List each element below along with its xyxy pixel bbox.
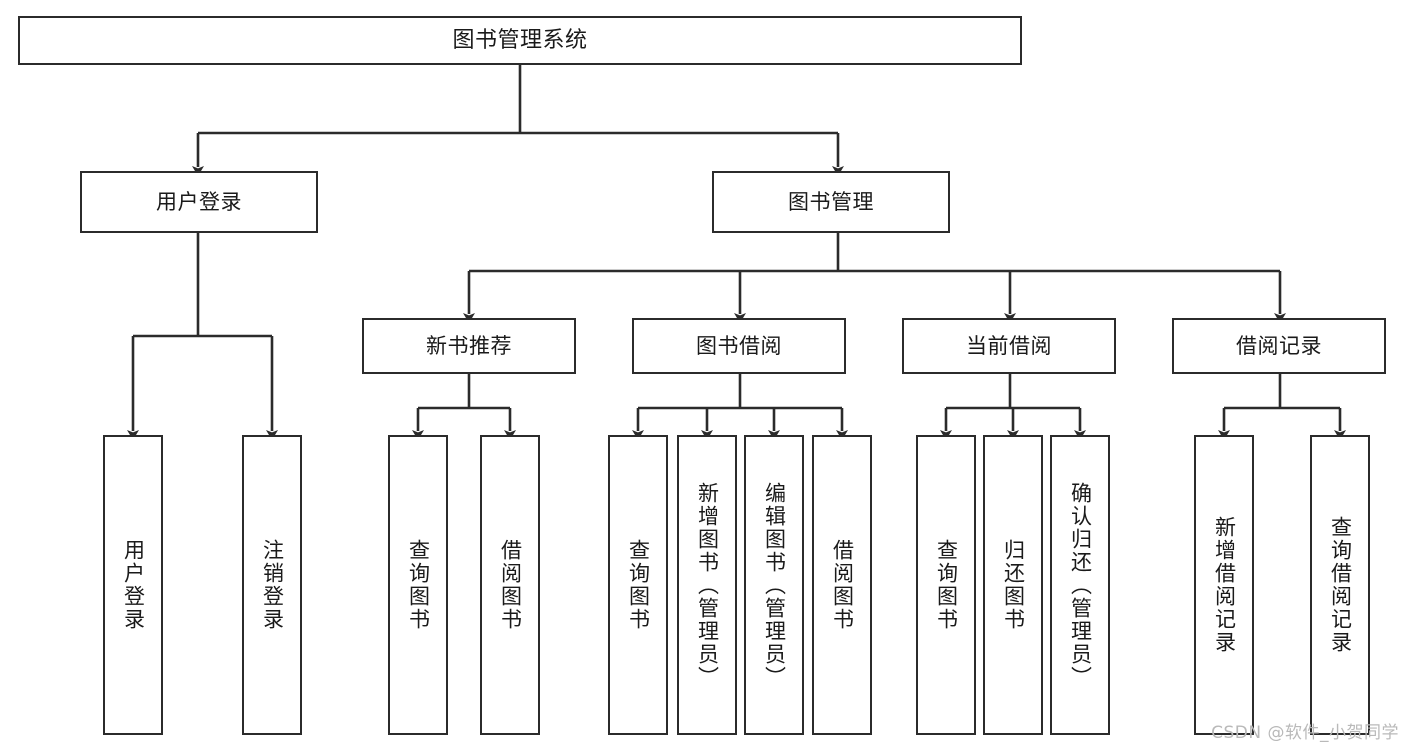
node-current-borrow[interactable]: 当前借阅 — [902, 318, 1116, 374]
node-label: 确认归还（管理员） — [1068, 481, 1093, 689]
node-label: 用户登录 — [121, 539, 146, 631]
node-label: 查询图书 — [406, 539, 431, 631]
node-leaf-query-record[interactable]: 查询借阅记录 — [1310, 435, 1370, 735]
node-leaf-logout[interactable]: 注销登录 — [242, 435, 302, 735]
node-leaf-confirm-return[interactable]: 确认归还（管理员） — [1050, 435, 1110, 735]
node-user-login[interactable]: 用户登录 — [80, 171, 318, 233]
node-label: 查询借阅记录 — [1328, 516, 1353, 654]
node-label: 图书借阅 — [696, 333, 782, 358]
node-label: 当前借阅 — [966, 333, 1052, 358]
node-label: 借阅图书 — [498, 539, 523, 631]
node-label: 查询图书 — [934, 539, 959, 631]
node-new-book-recommend[interactable]: 新书推荐 — [362, 318, 576, 374]
node-label: 借阅记录 — [1236, 333, 1322, 358]
node-leaf-borrow-book-1[interactable]: 借阅图书 — [480, 435, 540, 735]
node-leaf-return-book[interactable]: 归还图书 — [983, 435, 1043, 735]
node-label: 图书管理 — [788, 189, 874, 214]
node-leaf-add-book[interactable]: 新增图书（管理员） — [677, 435, 737, 735]
node-label: 归还图书 — [1001, 539, 1026, 631]
node-label: 借阅图书 — [830, 539, 855, 631]
node-book-borrow[interactable]: 图书借阅 — [632, 318, 846, 374]
node-leaf-query-book-2[interactable]: 查询图书 — [608, 435, 668, 735]
node-label: 新增借阅记录 — [1212, 516, 1237, 654]
node-leaf-borrow-book-2[interactable]: 借阅图书 — [812, 435, 872, 735]
csdn-watermark: CSDN @软件_小贺同学 — [1211, 723, 1399, 743]
node-leaf-user-login[interactable]: 用户登录 — [103, 435, 163, 735]
node-borrow-record[interactable]: 借阅记录 — [1172, 318, 1386, 374]
node-leaf-query-book-3[interactable]: 查询图书 — [916, 435, 976, 735]
node-label: 编辑图书（管理员） — [762, 481, 787, 689]
node-book-manage[interactable]: 图书管理 — [712, 171, 950, 233]
node-leaf-edit-book[interactable]: 编辑图书（管理员） — [744, 435, 804, 735]
node-label: 用户登录 — [156, 189, 242, 214]
node-label: 查询图书 — [626, 539, 651, 631]
node-label: 新书推荐 — [426, 333, 512, 358]
node-leaf-query-book-1[interactable]: 查询图书 — [388, 435, 448, 735]
node-label: 新增图书（管理员） — [695, 481, 720, 689]
node-label: 图书管理系统 — [452, 27, 588, 53]
node-leaf-add-record[interactable]: 新增借阅记录 — [1194, 435, 1254, 735]
node-label: 注销登录 — [260, 539, 285, 631]
node-book-management-system[interactable]: 图书管理系统 — [18, 16, 1022, 65]
